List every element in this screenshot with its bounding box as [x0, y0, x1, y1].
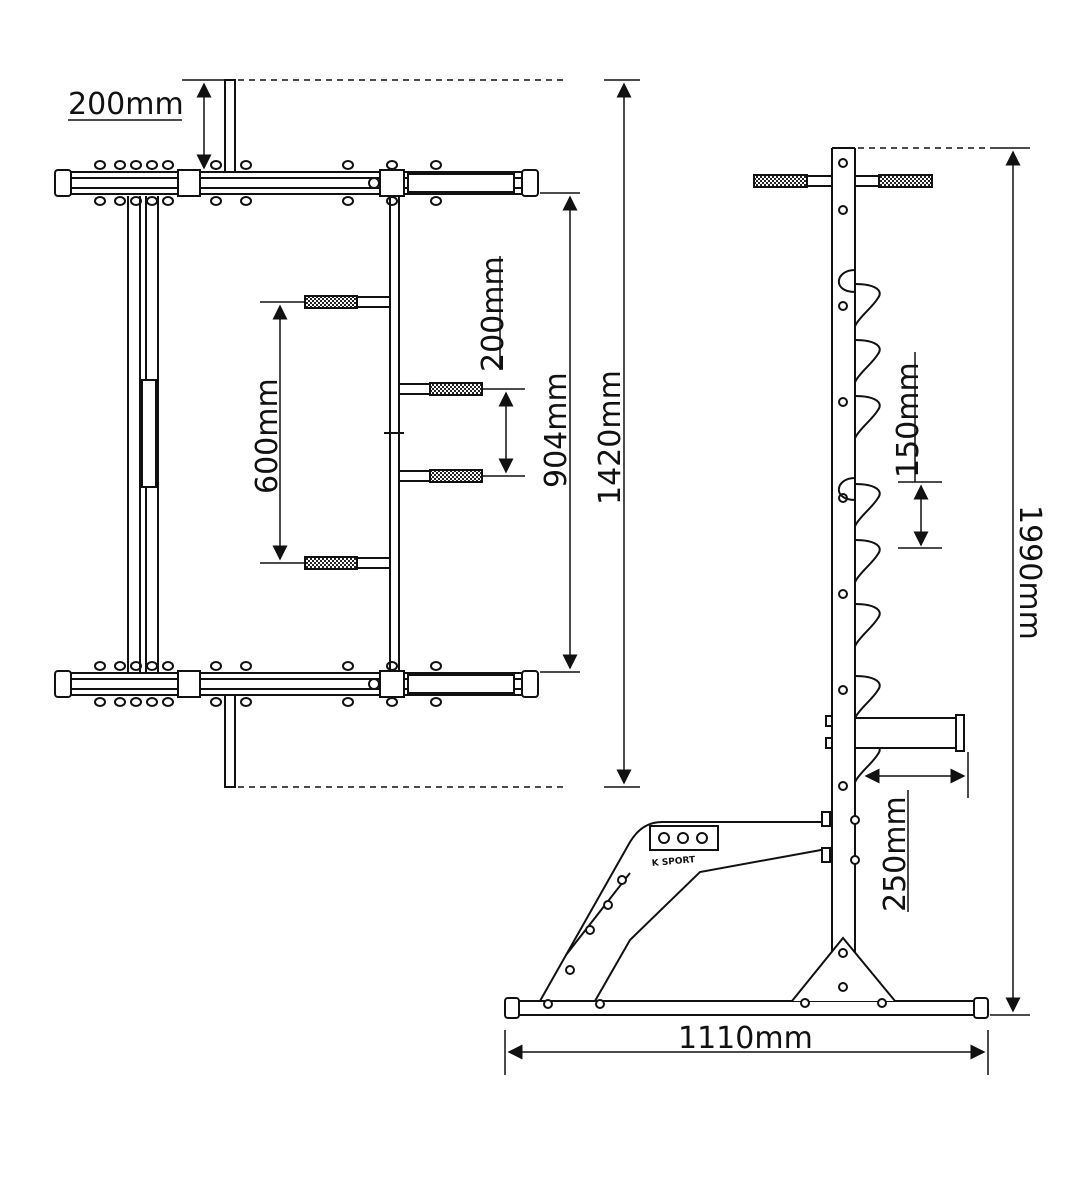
side-view-dimension-lines — [504, 147, 1030, 1075]
safety-arm — [825, 714, 965, 752]
dim-label-total-height: 1990mm — [1012, 505, 1047, 640]
side-view — [504, 147, 989, 1019]
dim-label-top-offset: 200mm — [68, 87, 184, 122]
angled-support — [539, 811, 833, 1009]
dim-label-arm-height: 250mm — [878, 796, 913, 912]
top-beam — [54, 169, 539, 197]
storage-pegs — [260, 295, 525, 570]
dim-label-handle-spacing: 600mm — [250, 378, 285, 494]
dim-label-base-length: 1110mm — [678, 1021, 813, 1056]
top-view-dimension-lines — [68, 79, 640, 788]
dim-label-inner-width: 904mm — [539, 372, 574, 488]
dim-label-hook-spacing: 150mm — [891, 362, 926, 478]
dimension-labels: 200mm 200mm 600mm 904mm 1420mm 150mm 199… — [68, 87, 1047, 1056]
left-frame-rails — [127, 196, 159, 672]
brand-logo: K SPORT — [651, 855, 696, 869]
top-view — [54, 79, 539, 788]
base-frame — [504, 936, 989, 1019]
top-upright-post — [224, 79, 236, 173]
storage-hooks — [837, 269, 881, 783]
upright-holes — [838, 158, 860, 865]
right-frame-rail — [384, 196, 404, 672]
dim-label-peg-spacing: 200mm — [476, 256, 511, 372]
bottom-beam — [54, 670, 539, 698]
top-beam-bolts — [94, 160, 442, 206]
bottom-upright-post — [224, 694, 236, 788]
pullup-handles — [753, 174, 933, 188]
dim-label-total-length: 1420mm — [593, 370, 628, 505]
